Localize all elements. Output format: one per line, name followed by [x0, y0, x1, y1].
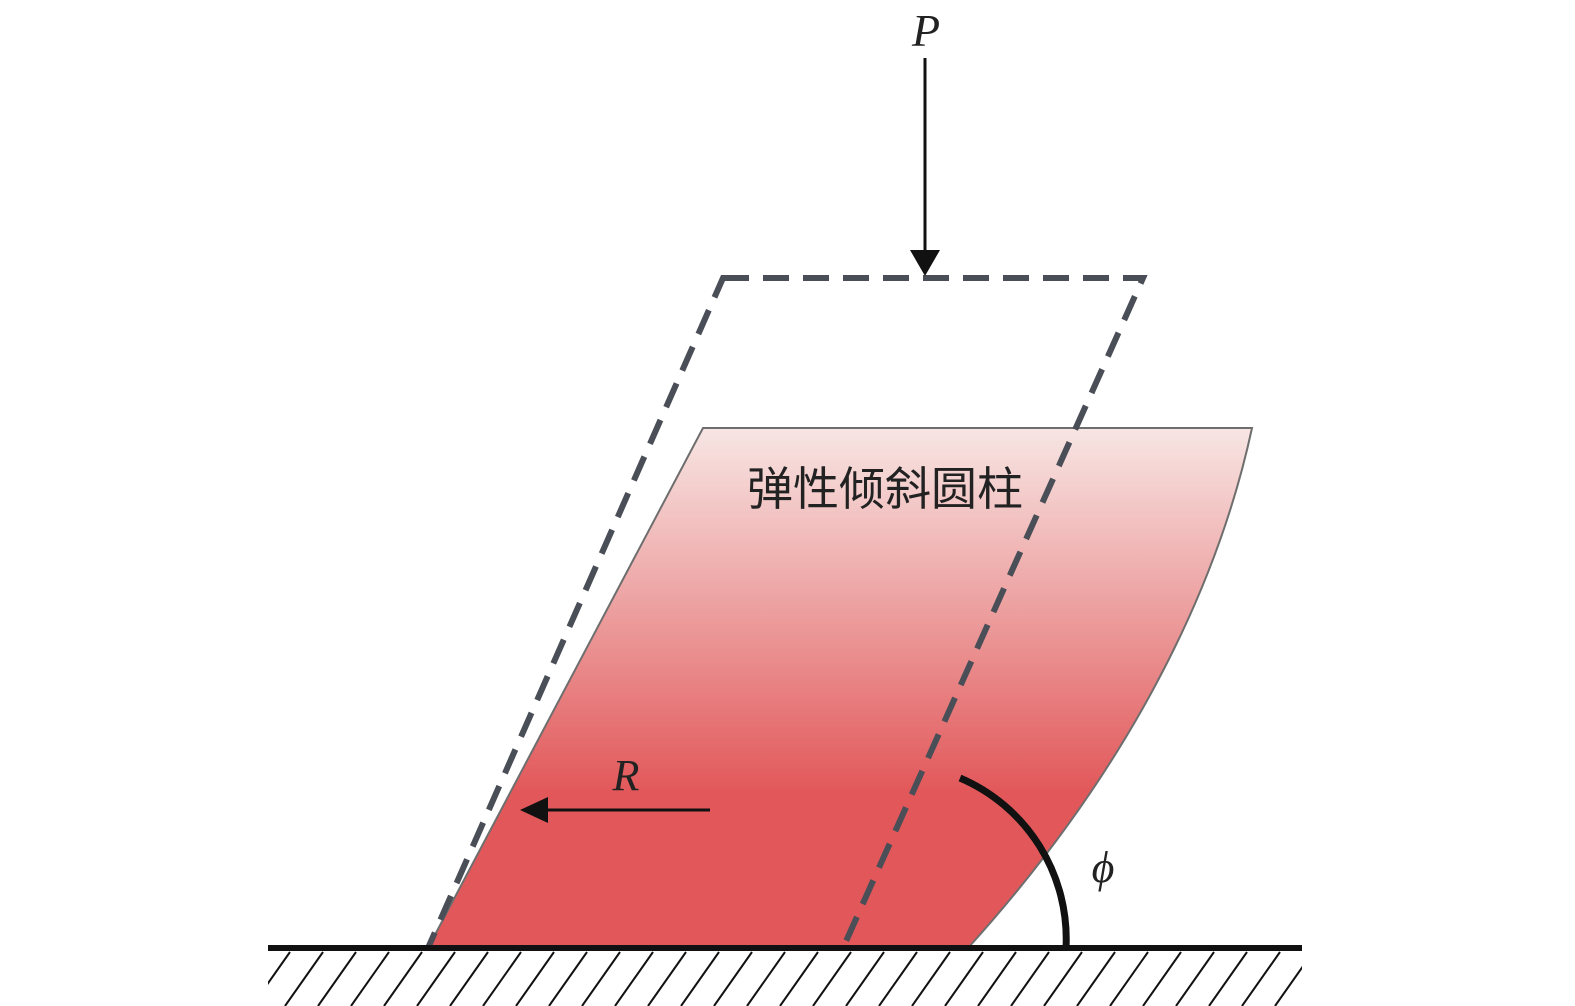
load-label: P: [911, 5, 940, 56]
hatch-line: [1109, 951, 1149, 1006]
hatch-line: [614, 951, 654, 1006]
hatch-line: [515, 951, 555, 1006]
hatch-line: [317, 951, 357, 1006]
arrow-left-icon: [520, 797, 548, 823]
original-outline-dashed: [423, 275, 1148, 951]
hatch-line: [284, 951, 324, 1006]
hatch-line: [1241, 951, 1281, 1006]
hatch-line: [977, 951, 1017, 1006]
hatch-line: [1274, 965, 1302, 1006]
hatch-line: [416, 951, 456, 1006]
hatch-line: [680, 951, 720, 1006]
hatch-line: [779, 951, 819, 1006]
hatch-line: [548, 951, 588, 1006]
reaction-label: R: [612, 751, 640, 800]
hatch-line: [1076, 951, 1116, 1006]
deformed-cylinder: [426, 427, 1254, 949]
hatch-line: [746, 951, 786, 1006]
hatch-line: [647, 951, 687, 1006]
hatched-ground-icon: [268, 951, 1302, 1006]
hatch-line: [845, 951, 885, 1006]
hatch-line: [482, 951, 522, 1006]
hatch-line: [1043, 951, 1083, 1006]
angle-arc: [958, 774, 1070, 949]
arrow-down-icon: [910, 250, 940, 276]
hatch-line: [581, 951, 621, 1006]
angle-label: ϕ: [1092, 843, 1115, 892]
hatch-line: [713, 951, 753, 1006]
hatch-line: [1142, 951, 1182, 1006]
hatch-line: [944, 951, 984, 1006]
hatch-line: [1208, 951, 1248, 1006]
hatch-line: [383, 951, 423, 1006]
hatch-line: [268, 951, 291, 986]
hatch-line: [911, 951, 951, 1006]
hatch-line: [1175, 951, 1215, 1006]
body-label: 弹性倾斜圆柱: [747, 462, 1023, 516]
hatch-line: [878, 951, 918, 1006]
hatch-line: [1010, 951, 1050, 1006]
hatch-line: [812, 951, 852, 1006]
hatch-line: [350, 951, 390, 1006]
hatch-line: [449, 951, 489, 1006]
